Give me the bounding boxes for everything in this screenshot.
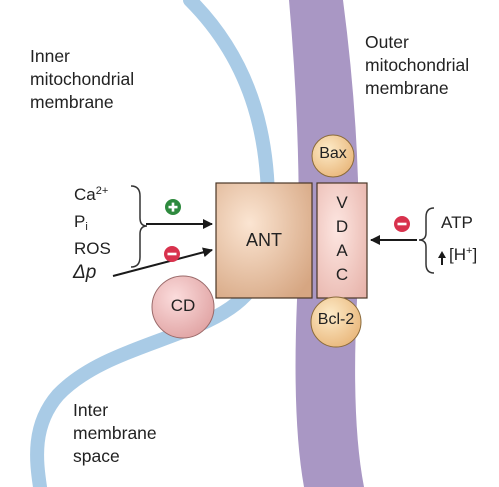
calcium-label: Ca2+ <box>74 185 109 204</box>
right-brace-icon <box>418 207 435 274</box>
negative-sign-right-icon <box>394 216 410 232</box>
h-ion-label: [H+] <box>449 245 478 264</box>
delta-p-label: Δp <box>73 262 97 283</box>
inner-membrane-curve <box>30 0 276 487</box>
left-input-list: Ca2+ Pi ROS <box>74 184 111 260</box>
phosphate-label: Pi <box>74 212 88 233</box>
ant-box <box>215 182 313 299</box>
delta-p-arrow <box>112 247 213 277</box>
inner-membrane-label: Inner mitochondrial membrane <box>30 46 135 112</box>
left-brace-icon <box>130 185 148 268</box>
cd-label: CD <box>170 296 196 315</box>
bax-label: Bax <box>319 145 347 162</box>
cd-circle <box>151 275 215 339</box>
positive-sign-icon <box>165 199 181 215</box>
outer-membrane-label: Outer mitochondrial membrane <box>365 32 470 98</box>
bax-circle <box>311 134 355 178</box>
ant-label: ANT <box>246 230 282 250</box>
ros-label: ROS <box>74 239 111 258</box>
intermembrane-space-label: Inter membrane space <box>73 400 157 466</box>
negative-sign-left-icon <box>164 246 180 262</box>
bcl2-circle <box>310 296 362 348</box>
up-arrow-icon <box>438 251 446 265</box>
atp-label: ATP <box>441 213 473 232</box>
vdac-label: V D A C <box>335 193 349 284</box>
bcl2-label: Bcl-2 <box>317 311 355 328</box>
